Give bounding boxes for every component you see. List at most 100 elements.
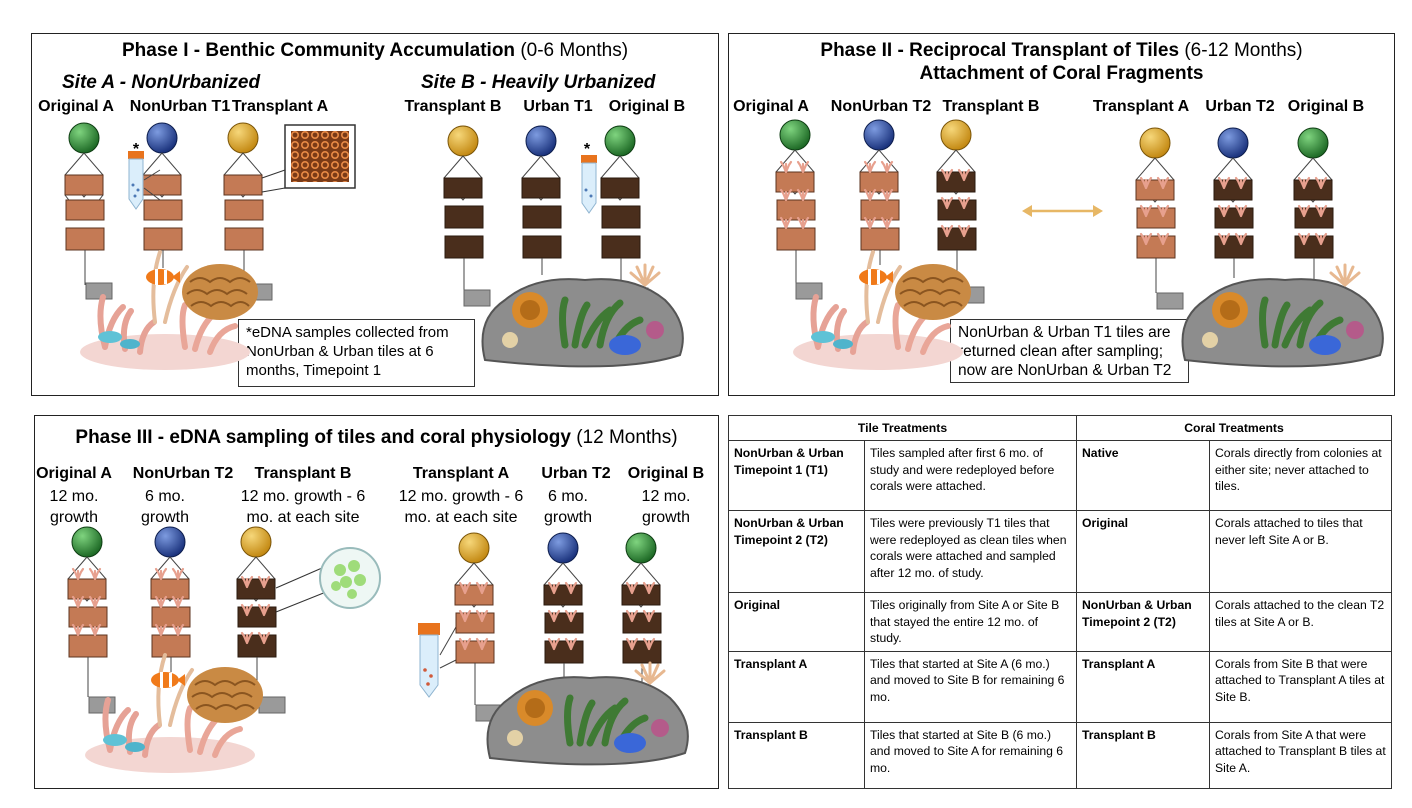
phase-1-title: Phase I - Benthic Community Accumulation…: [121, 40, 629, 61]
buoy-yellow-icon: [240, 526, 272, 558]
tile-treatment-desc: Tiles were previously T1 tiles that were…: [864, 510, 1077, 593]
treatments-table: Tile Treatments Coral Treatments NonUrba…: [728, 415, 1392, 789]
tile-treatment-desc: Tiles that started at Site B (6 mo.) and…: [864, 721, 1077, 789]
p3-sub-transplant-b: 12 mo. growth - 6 mo. at each site: [240, 488, 366, 526]
table-row: Transplant A Tiles that started at Site …: [728, 650, 1392, 723]
table-row: Original Tiles originally from Site A or…: [728, 592, 1392, 652]
tile-treatments-header: Tile Treatments: [728, 415, 1077, 441]
coral-treatments-header: Coral Treatments: [1076, 415, 1392, 441]
coral-tile-tree-urban-t2: [1213, 157, 1254, 278]
coral-tile-tree-transplant-a: [454, 562, 503, 722]
edna-tube-icon: [581, 155, 597, 214]
buoy-yellow-icon: [227, 122, 259, 154]
p3-label-transplant-b: Transplant B: [254, 465, 352, 482]
phase-3-title: Phase III - eDNA sampling of tiles and c…: [75, 427, 678, 448]
p3-sub-nonurban-t2: 6 mo. growth: [140, 488, 190, 526]
coral-treatment-name: Native: [1076, 440, 1210, 511]
tile-tree-urban-t1: [521, 155, 562, 275]
table-row: NonUrban & Urban Timepoint 1 (T1) Tiles …: [728, 440, 1392, 511]
coral-tile-tree-original-a: [775, 149, 823, 300]
buoy-green-icon: [625, 532, 657, 564]
buoy-green-icon: [1297, 127, 1329, 159]
phase-2-note: NonUrban & Urban T1 tiles are returned c…: [950, 319, 1189, 383]
tile-treatment-name: Transplant B: [728, 721, 865, 789]
p1-label-urban-t1: Urban T1: [523, 98, 593, 115]
buoy-yellow-icon: [458, 532, 490, 564]
coral-tile-tree-nonurban-t2: [150, 556, 191, 672]
tile-tree-transplant-b: [443, 155, 491, 307]
tile-treatment-name: NonUrban & Urban Timepoint 1 (T1): [728, 440, 865, 511]
tile-tree-original-a: [64, 152, 113, 300]
p3-sub-original-b: 12 mo. growth: [641, 488, 691, 526]
site-a-label: Site A - NonUrbanized: [62, 72, 261, 93]
coral-treatment-desc: Corals from Site B that were attached to…: [1209, 650, 1392, 723]
phase-2-art: [775, 119, 1383, 370]
table-row: Transplant B Tiles that started at Site …: [728, 721, 1392, 789]
buoy-yellow-icon: [1139, 127, 1171, 159]
p1-label-nonurban-t1: NonUrban T1: [129, 98, 231, 115]
buoy-blue-icon: [525, 125, 557, 157]
p2-label-original-a: Original A: [733, 98, 809, 115]
coral-tile-tree-original-a: [67, 556, 116, 714]
p1-label-original-a: Original A: [38, 98, 114, 115]
tile-treatment-name: Transplant A: [728, 650, 865, 723]
buoy-blue-icon: [863, 119, 895, 151]
coral-treatment-desc: Corals attached to the clean T2 tiles at…: [1209, 592, 1392, 652]
buoy-yellow-icon: [940, 119, 972, 151]
phase-3-art: [67, 526, 688, 773]
coral-treatment-desc: Corals directly from colonies at either …: [1209, 440, 1392, 511]
buoy-yellow-icon: [447, 125, 479, 157]
p3-sub-original-a: 12 mo. growth: [49, 488, 99, 526]
coral-tile-tree-transplant-a: [1135, 157, 1184, 310]
phase-2-panel: Phase II - Reciprocal Transplant of Tile…: [728, 33, 1395, 396]
coral-treatment-desc: Corals attached to tiles that never left…: [1209, 510, 1392, 593]
phase-2-title: Phase II - Reciprocal Transplant of Tile…: [820, 40, 1303, 61]
buoy-blue-icon: [146, 122, 178, 154]
edna-tube-icon: [128, 151, 161, 210]
p3-label-urban-t2: Urban T2: [541, 465, 611, 482]
coral-tile-tree-transplant-b: [236, 556, 286, 714]
buoy-blue-icon: [1217, 127, 1249, 159]
p2-label-transplant-b: Transplant B: [942, 98, 1040, 115]
coral-tile-tree-nonurban-t2: [859, 149, 900, 265]
phase-2-subtitle: Attachment of Coral Fragments: [919, 63, 1204, 84]
table-row: NonUrban & Urban Timepoint 2 (T2) Tiles …: [728, 510, 1392, 593]
tile-treatment-desc: Tiles sampled after first 6 mo. of study…: [864, 440, 1077, 511]
coral-tile-tree-urban-t2: [543, 562, 584, 680]
buoy-blue-icon: [154, 526, 186, 558]
tile-treatment-desc: Tiles originally from Site A or Site B t…: [864, 592, 1077, 652]
tile-tree-nonurban-t1: [142, 152, 183, 268]
p3-label-original-a: Original A: [36, 465, 112, 482]
p3-label-original-b: Original B: [627, 465, 705, 482]
p1-label-transplant-b: Transplant B: [404, 98, 502, 115]
p3-label-transplant-a: Transplant A: [412, 465, 510, 482]
tile-texture-inset: [261, 124, 356, 193]
petri-dish-icon: [275, 547, 381, 613]
asterisk-marker-b: *: [583, 141, 591, 158]
p3-sub-transplant-a: 12 mo. growth - 6 mo. at each site: [398, 488, 524, 526]
coral-treatment-name: NonUrban & Urban Timepoint 2 (T2): [1076, 592, 1210, 652]
coral-treatment-desc: Corals from Site A that were attached to…: [1209, 721, 1392, 789]
edna-tube-icon: [418, 619, 461, 698]
phase-1-art: [64, 122, 683, 370]
p2-label-transplant-a: Transplant A: [1092, 98, 1190, 115]
buoy-blue-icon: [547, 532, 579, 564]
reciprocal-arrow-icon: [1022, 205, 1103, 217]
p1-label-transplant-a: Transplant A: [231, 98, 329, 115]
p3-label-nonurban-t2: NonUrban T2: [132, 465, 234, 482]
buoy-green-icon: [604, 125, 636, 157]
coral-treatment-name: Transplant A: [1076, 650, 1210, 723]
buoy-green-icon: [68, 122, 100, 154]
site-b-label: Site B - Heavily Urbanized: [421, 72, 656, 93]
p2-label-urban-t2: Urban T2: [1205, 98, 1275, 115]
table-header-row: Tile Treatments Coral Treatments: [728, 415, 1392, 441]
phase-3-panel: Phase III - eDNA sampling of tiles and c…: [34, 415, 719, 789]
p1-label-original-b: Original B: [608, 98, 686, 115]
coral-treatment-name: Transplant B: [1076, 721, 1210, 789]
buoy-green-icon: [779, 119, 811, 151]
tile-treatment-name: NonUrban & Urban Timepoint 2 (T2): [728, 510, 865, 593]
buoy-green-icon: [71, 526, 103, 558]
coral-treatment-name: Original: [1076, 510, 1210, 593]
asterisk-marker-a: *: [132, 141, 140, 158]
